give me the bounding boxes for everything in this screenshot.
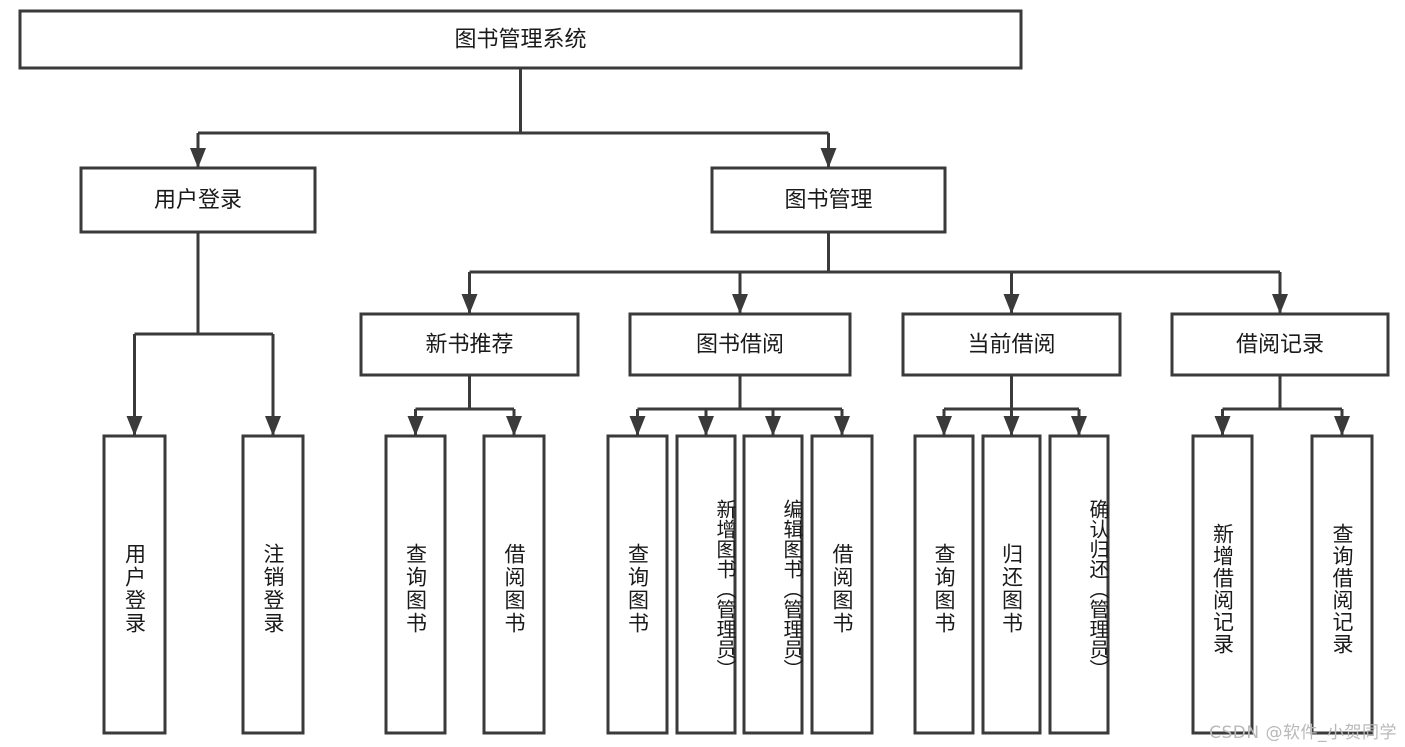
leaf-leaf-borrow-book-recommend[interactable]: [482, 434, 546, 735]
node-new-book-recommend-rect[interactable]: [359, 312, 580, 377]
leaf-leaf-return-book-rect[interactable]: [981, 434, 1042, 735]
node-book-management[interactable]: 图书管理: [710, 166, 947, 234]
leaf-leaf-query-book-borrow[interactable]: [606, 434, 669, 735]
leaf-leaf-borrow-book[interactable]: [810, 434, 874, 735]
arrow-head: [834, 416, 850, 436]
node-book-borrow-rect[interactable]: [628, 312, 852, 377]
leaf-leaf-add-borrow-record-rect[interactable]: [1191, 434, 1254, 735]
leaf-leaf-logout[interactable]: [241, 434, 305, 735]
node-current-borrow-label: 当前借阅: [967, 333, 1055, 358]
leaf-leaf-query-book-current-rect[interactable]: [913, 434, 975, 735]
node-new-book-recommend-label: 新书推荐: [425, 333, 513, 358]
arrow-head: [1003, 294, 1020, 314]
node-borrow-record[interactable]: 借阅记录: [1170, 312, 1390, 377]
leaf-leaf-confirm-return-admin-rect[interactable]: [1048, 434, 1110, 735]
leaf-leaf-query-borrow-record-rect[interactable]: [1310, 434, 1374, 735]
leaf-leaf-user-login-rect[interactable]: [102, 434, 167, 735]
leaf-leaf-query-book-current[interactable]: [913, 434, 975, 735]
arrow-head: [732, 294, 748, 314]
leaf-leaf-confirm-return-admin[interactable]: [1048, 434, 1110, 735]
arrow-head: [629, 416, 646, 436]
leaf-leaf-edit-book-admin-rect[interactable]: [742, 434, 804, 735]
leaf-leaf-add-borrow-record[interactable]: [1191, 434, 1254, 735]
leaf-leaf-logout-rect[interactable]: [241, 434, 305, 735]
leaf-leaf-query-book-recommend[interactable]: [384, 434, 447, 735]
node-root-rect[interactable]: [18, 9, 1023, 70]
leaf-leaf-query-book-recommend-rect[interactable]: [384, 434, 447, 735]
watermark-credit: CSDN @软件_小贺同学: [1209, 723, 1397, 743]
node-book-borrow[interactable]: 图书借阅: [628, 312, 852, 377]
arrow-head: [1272, 294, 1288, 314]
node-new-book-recommend[interactable]: 新书推荐: [359, 312, 580, 377]
arrow-head: [936, 416, 952, 436]
node-root[interactable]: 图书管理系统: [18, 9, 1023, 70]
arrow-head: [506, 416, 522, 436]
leaf-leaf-query-book-borrow-rect[interactable]: [606, 434, 669, 735]
node-user-login-label: 用户登录: [154, 188, 242, 213]
arrow-head: [407, 416, 424, 436]
leaf-leaf-query-borrow-record[interactable]: [1310, 434, 1374, 735]
arrow-head: [765, 416, 781, 436]
node-borrow-record-rect[interactable]: [1170, 312, 1390, 377]
arrow-head: [1071, 416, 1087, 436]
arrow-head: [461, 294, 478, 314]
leaf-leaf-borrow-book-rect[interactable]: [810, 434, 874, 735]
arrow-head: [126, 416, 143, 436]
node-current-borrow[interactable]: 当前借阅: [901, 312, 1122, 377]
connectors-layer: [126, 68, 1350, 436]
node-user-login[interactable]: 用户登录: [79, 166, 317, 234]
arrow-head: [265, 416, 281, 436]
node-root-label: 图书管理系统: [454, 28, 586, 53]
leaf-leaf-edit-book-admin[interactable]: [742, 434, 804, 735]
arrow-head: [698, 416, 714, 436]
arrow-head: [1003, 416, 1020, 436]
leaf-leaf-return-book[interactable]: [981, 434, 1042, 735]
arrow-head: [190, 148, 206, 168]
node-borrow-record-label: 借阅记录: [1236, 333, 1324, 358]
leaf-leaf-borrow-book-recommend-rect[interactable]: [482, 434, 546, 735]
node-book-borrow-label: 图书借阅: [696, 333, 784, 358]
node-book-management-rect[interactable]: [710, 166, 947, 234]
node-book-management-label: 图书管理: [784, 188, 872, 213]
arrow-head: [820, 148, 837, 168]
leaf-leaf-add-book-admin-rect[interactable]: [675, 434, 737, 735]
arrow-head: [1214, 416, 1231, 436]
leaf-leaf-add-book-admin[interactable]: [675, 434, 737, 735]
node-current-borrow-rect[interactable]: [901, 312, 1122, 377]
arrow-head: [1334, 416, 1350, 436]
leaf-leaf-user-login[interactable]: [102, 434, 167, 735]
node-user-login-rect[interactable]: [79, 166, 317, 234]
